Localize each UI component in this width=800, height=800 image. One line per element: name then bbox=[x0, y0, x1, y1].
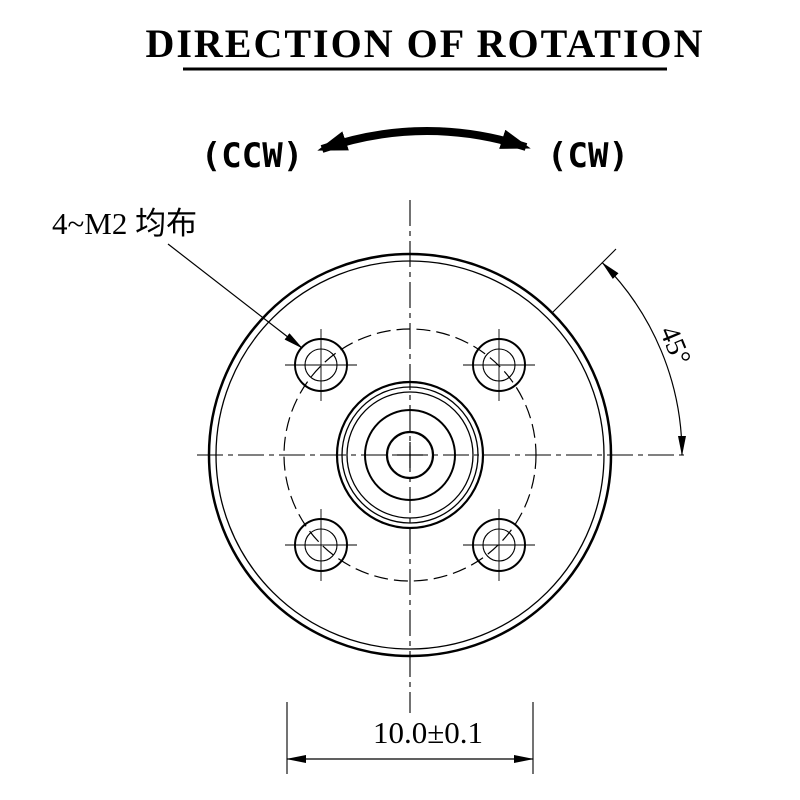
hole-callout-label: 4~M2 均布 bbox=[52, 206, 197, 241]
angle-dimension-arc bbox=[601, 261, 686, 456]
bolt-hole bbox=[463, 329, 535, 401]
cw-label: (CW) bbox=[547, 136, 629, 176]
hole-callout-leader-line bbox=[167, 243, 303, 349]
boss-ring-outer bbox=[335, 380, 485, 530]
bolt-hole bbox=[463, 509, 535, 581]
boss-ring-mid bbox=[341, 386, 479, 524]
shaft-circle bbox=[385, 430, 435, 480]
angle-dimension-label: 45° bbox=[653, 322, 697, 370]
bolt-hole bbox=[285, 329, 357, 401]
page-title: DIRECTION OF ROTATION bbox=[145, 21, 704, 66]
angle-extension-line bbox=[551, 248, 617, 314]
ccw-label: (CCW) bbox=[201, 136, 303, 176]
boss-ring-inner bbox=[346, 391, 474, 519]
bolt-hole-group bbox=[285, 329, 535, 581]
bolt-pitch-circle bbox=[283, 328, 537, 582]
rotation-double-arrow bbox=[317, 127, 531, 153]
pitch-dimension-label: 10.0±0.1 bbox=[373, 715, 483, 750]
bearing-circle bbox=[364, 409, 456, 501]
bolt-hole bbox=[285, 509, 357, 581]
center-boss bbox=[335, 380, 485, 530]
